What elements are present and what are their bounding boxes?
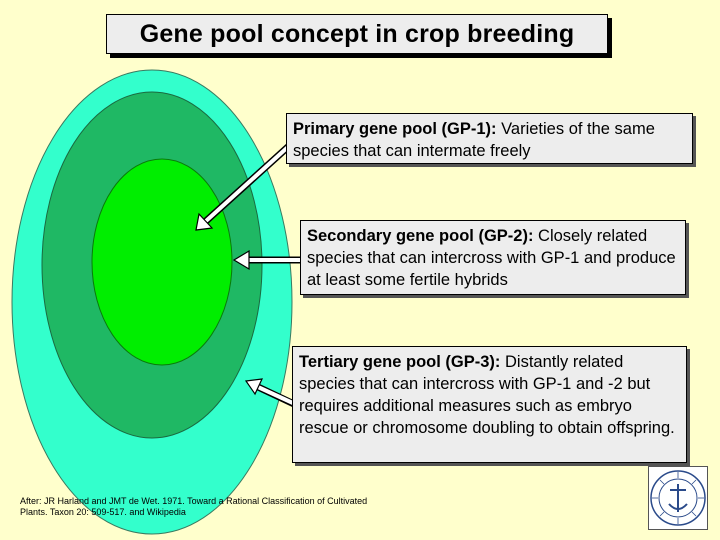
primary-gene-pool-description: Varieties of the same species that can i… (293, 120, 655, 160)
university-seal-icon (648, 466, 708, 530)
page-title: Gene pool concept in crop breeding (139, 19, 575, 48)
gp3-arrow (244, 378, 296, 408)
primary-gene-pool-name: Primary gene pool (GP-1): (293, 120, 497, 138)
tertiary-gene-pool-label: Tertiary gene pool (GP-3): Distantly rel… (292, 346, 687, 463)
primary-gene-pool-label: Primary gene pool (GP-1): Varieties of t… (286, 113, 693, 164)
title-box: Gene pool concept in crop breeding (106, 14, 608, 54)
citation: After: JR Harland and JMT de Wet. 1971. … (20, 496, 368, 517)
secondary-gene-pool-name: Secondary gene pool (GP-2): (307, 227, 534, 245)
tertiary-gene-pool-name: Tertiary gene pool (GP-3): (299, 353, 501, 371)
gp2-arrow (232, 249, 301, 271)
gp1-arrow (195, 143, 292, 231)
tertiary-gene-pool-description: Distantly related species that can inter… (299, 353, 675, 437)
primary-pool-ellipse (91, 158, 233, 366)
secondary-gene-pool-description: Closely related species that can intercr… (307, 227, 676, 289)
secondary-gene-pool-label: Secondary gene pool (GP-2): Closely rela… (300, 220, 686, 295)
